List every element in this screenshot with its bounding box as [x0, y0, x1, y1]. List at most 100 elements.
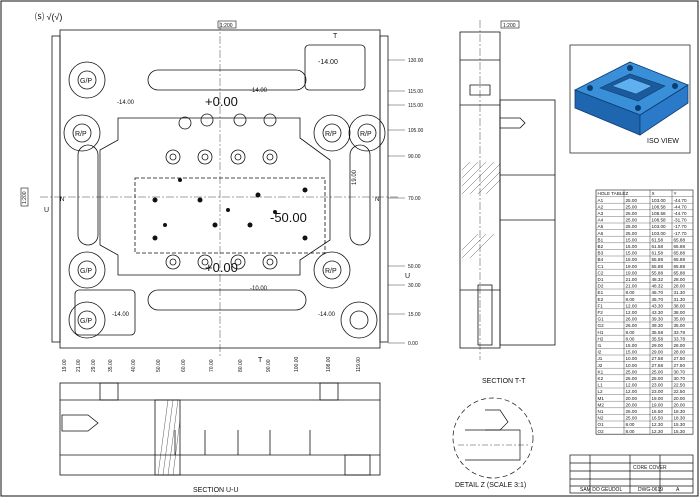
hole-table-cell: 29.00	[652, 350, 664, 355]
svg-text:29.00: 29.00	[91, 359, 97, 372]
hole-table-cell: 15.00	[626, 244, 638, 249]
hole-table-cell: 8.00	[626, 330, 635, 335]
hole-table-cell: 35.00	[674, 317, 686, 322]
hole-table-cell: 33.78	[674, 336, 686, 341]
svg-text:108.00: 108.00	[326, 356, 332, 372]
hole-table-cell: C1	[598, 264, 604, 269]
title-drawing-no: DWG-0619	[638, 487, 663, 493]
hole-table-cell: 61.58	[652, 251, 664, 256]
hole-table-cell: 8.00	[626, 290, 635, 295]
hole-table-cell: I1	[598, 343, 602, 348]
hole-table-cell: X	[652, 191, 655, 196]
hole-table-cell: 23.00	[652, 389, 664, 394]
hole-table-cell: M1	[598, 396, 605, 401]
hole-table-cell: 8.00	[626, 429, 635, 434]
svg-text:15.00: 15.00	[408, 312, 421, 318]
section-mark-u-right: U	[405, 273, 410, 280]
hole-table-cell: 108.58	[652, 204, 666, 209]
hole-table-cell: 48.32	[652, 284, 664, 289]
hole-table-cell: 25.00	[626, 416, 638, 421]
hole-table-cell: -44.70	[674, 204, 687, 209]
hole-table-cell: 31.30	[674, 297, 686, 302]
svg-text:80.00: 80.00	[238, 359, 244, 372]
hole-table-cell: 22.50	[674, 383, 686, 388]
hole-table-cell: 15.00	[626, 237, 638, 242]
hole-table-cell: 16.50	[652, 409, 664, 414]
hole-table-cell: 12.30	[652, 422, 664, 427]
svg-text:70.00: 70.00	[209, 359, 215, 372]
hole-table-cell: 22.50	[674, 389, 686, 394]
hole-table-cell: K2	[598, 376, 604, 381]
hole-table-cell: -31.70	[674, 218, 687, 223]
hole-table-cell: 25.00	[626, 211, 638, 216]
scale-tag-section-t: 1:200	[503, 23, 516, 29]
hole-table-cell: 16.50	[652, 416, 664, 421]
hole-table-cell: 25.00	[652, 376, 664, 381]
hole-table-cell: 35.58	[652, 336, 664, 341]
hole-table-cell: 15.00	[626, 350, 638, 355]
hole-table-cell: 12.00	[626, 389, 638, 394]
hole-table-cell: O1	[598, 422, 605, 427]
hole-table-cell: A4	[598, 218, 604, 223]
hole-table-cell: A2	[598, 204, 604, 209]
section-mark-u-left: U	[44, 207, 49, 214]
hole-table-cell: 12.30	[652, 429, 664, 434]
hole-table-cell: 21.00	[626, 284, 638, 289]
hole-table-cell: 26.00	[626, 317, 638, 322]
hole-table-cell: 8.00	[626, 336, 635, 341]
hole-label-4: R/P	[360, 131, 372, 138]
hole-table-cell: 25.00	[652, 369, 664, 374]
hole-table-cell: 65.88	[674, 257, 686, 262]
section-mark-t-top: T	[333, 33, 338, 40]
hole-table-cell: L1	[598, 383, 604, 388]
value-center: -50.00	[270, 210, 307, 225]
hole-table-cell: -44.70	[674, 211, 687, 216]
title-part-name: CORE COVER	[633, 465, 667, 471]
hole-table-cell: 39.30	[652, 323, 664, 328]
hole-table-cell: B3	[598, 251, 604, 256]
hole-table-cell: 20.00	[674, 402, 686, 407]
svg-text:50.00: 50.00	[408, 264, 421, 270]
hole-table-cell: 25.00	[626, 204, 638, 209]
hole-table-cell: 103.00	[652, 224, 666, 229]
hole-table-cell: 45.70	[652, 297, 664, 302]
side-mark-left: N	[60, 197, 64, 203]
value-small-5: -10.00	[250, 286, 268, 292]
hole-table-cell: 19.00	[626, 264, 638, 269]
hole-table-cell: 55.88	[652, 264, 664, 269]
title-rev: A	[676, 487, 680, 493]
hole-table-cell: 25.00	[626, 369, 638, 374]
hole-table-cell: 20.00	[674, 396, 686, 401]
hole-table-cell: J2	[598, 363, 603, 368]
hole-table-cell: 55.88	[652, 270, 664, 275]
section-t-view	[459, 20, 556, 360]
svg-text:35.00: 35.00	[108, 359, 114, 372]
hole-table-cell: B4	[598, 257, 604, 262]
hole-table-cell: B2	[598, 244, 604, 249]
hole-table-cell: 38.00	[674, 310, 686, 315]
hole-table-cell: 18.30	[674, 416, 686, 421]
right-dimensions: 130.00 115.00 115.00 105.00 90.00 70.00 …	[408, 58, 424, 347]
hole-table-cell: 23.00	[652, 383, 664, 388]
hole-table-cell: 28.00	[674, 284, 686, 289]
svg-text:70.00: 70.00	[408, 196, 421, 202]
hole-table-cell: -17.70	[674, 224, 687, 229]
svg-text:40.00: 40.00	[131, 359, 137, 372]
hole-table-cell: 20.00	[626, 396, 638, 401]
hole-table-cell: 20.00	[626, 402, 638, 407]
hole-label-1: G/P	[80, 78, 92, 85]
hole-table-cell: I2	[598, 350, 602, 355]
section-t-hatch	[461, 161, 501, 259]
hole-table-cell: 65.88	[674, 237, 686, 242]
detail-z-view	[452, 397, 534, 479]
hole-table-cell: 27.58	[652, 363, 664, 368]
svg-text:21.00: 21.00	[76, 359, 82, 372]
hole-table-cell: 61.58	[652, 244, 664, 249]
hole-table-cell: M2	[598, 402, 605, 407]
hole-table-cell: A3	[598, 211, 604, 216]
svg-text:50.00: 50.00	[156, 359, 162, 372]
iso-view	[569, 44, 691, 154]
hole-table-cell: 12.00	[626, 303, 638, 308]
